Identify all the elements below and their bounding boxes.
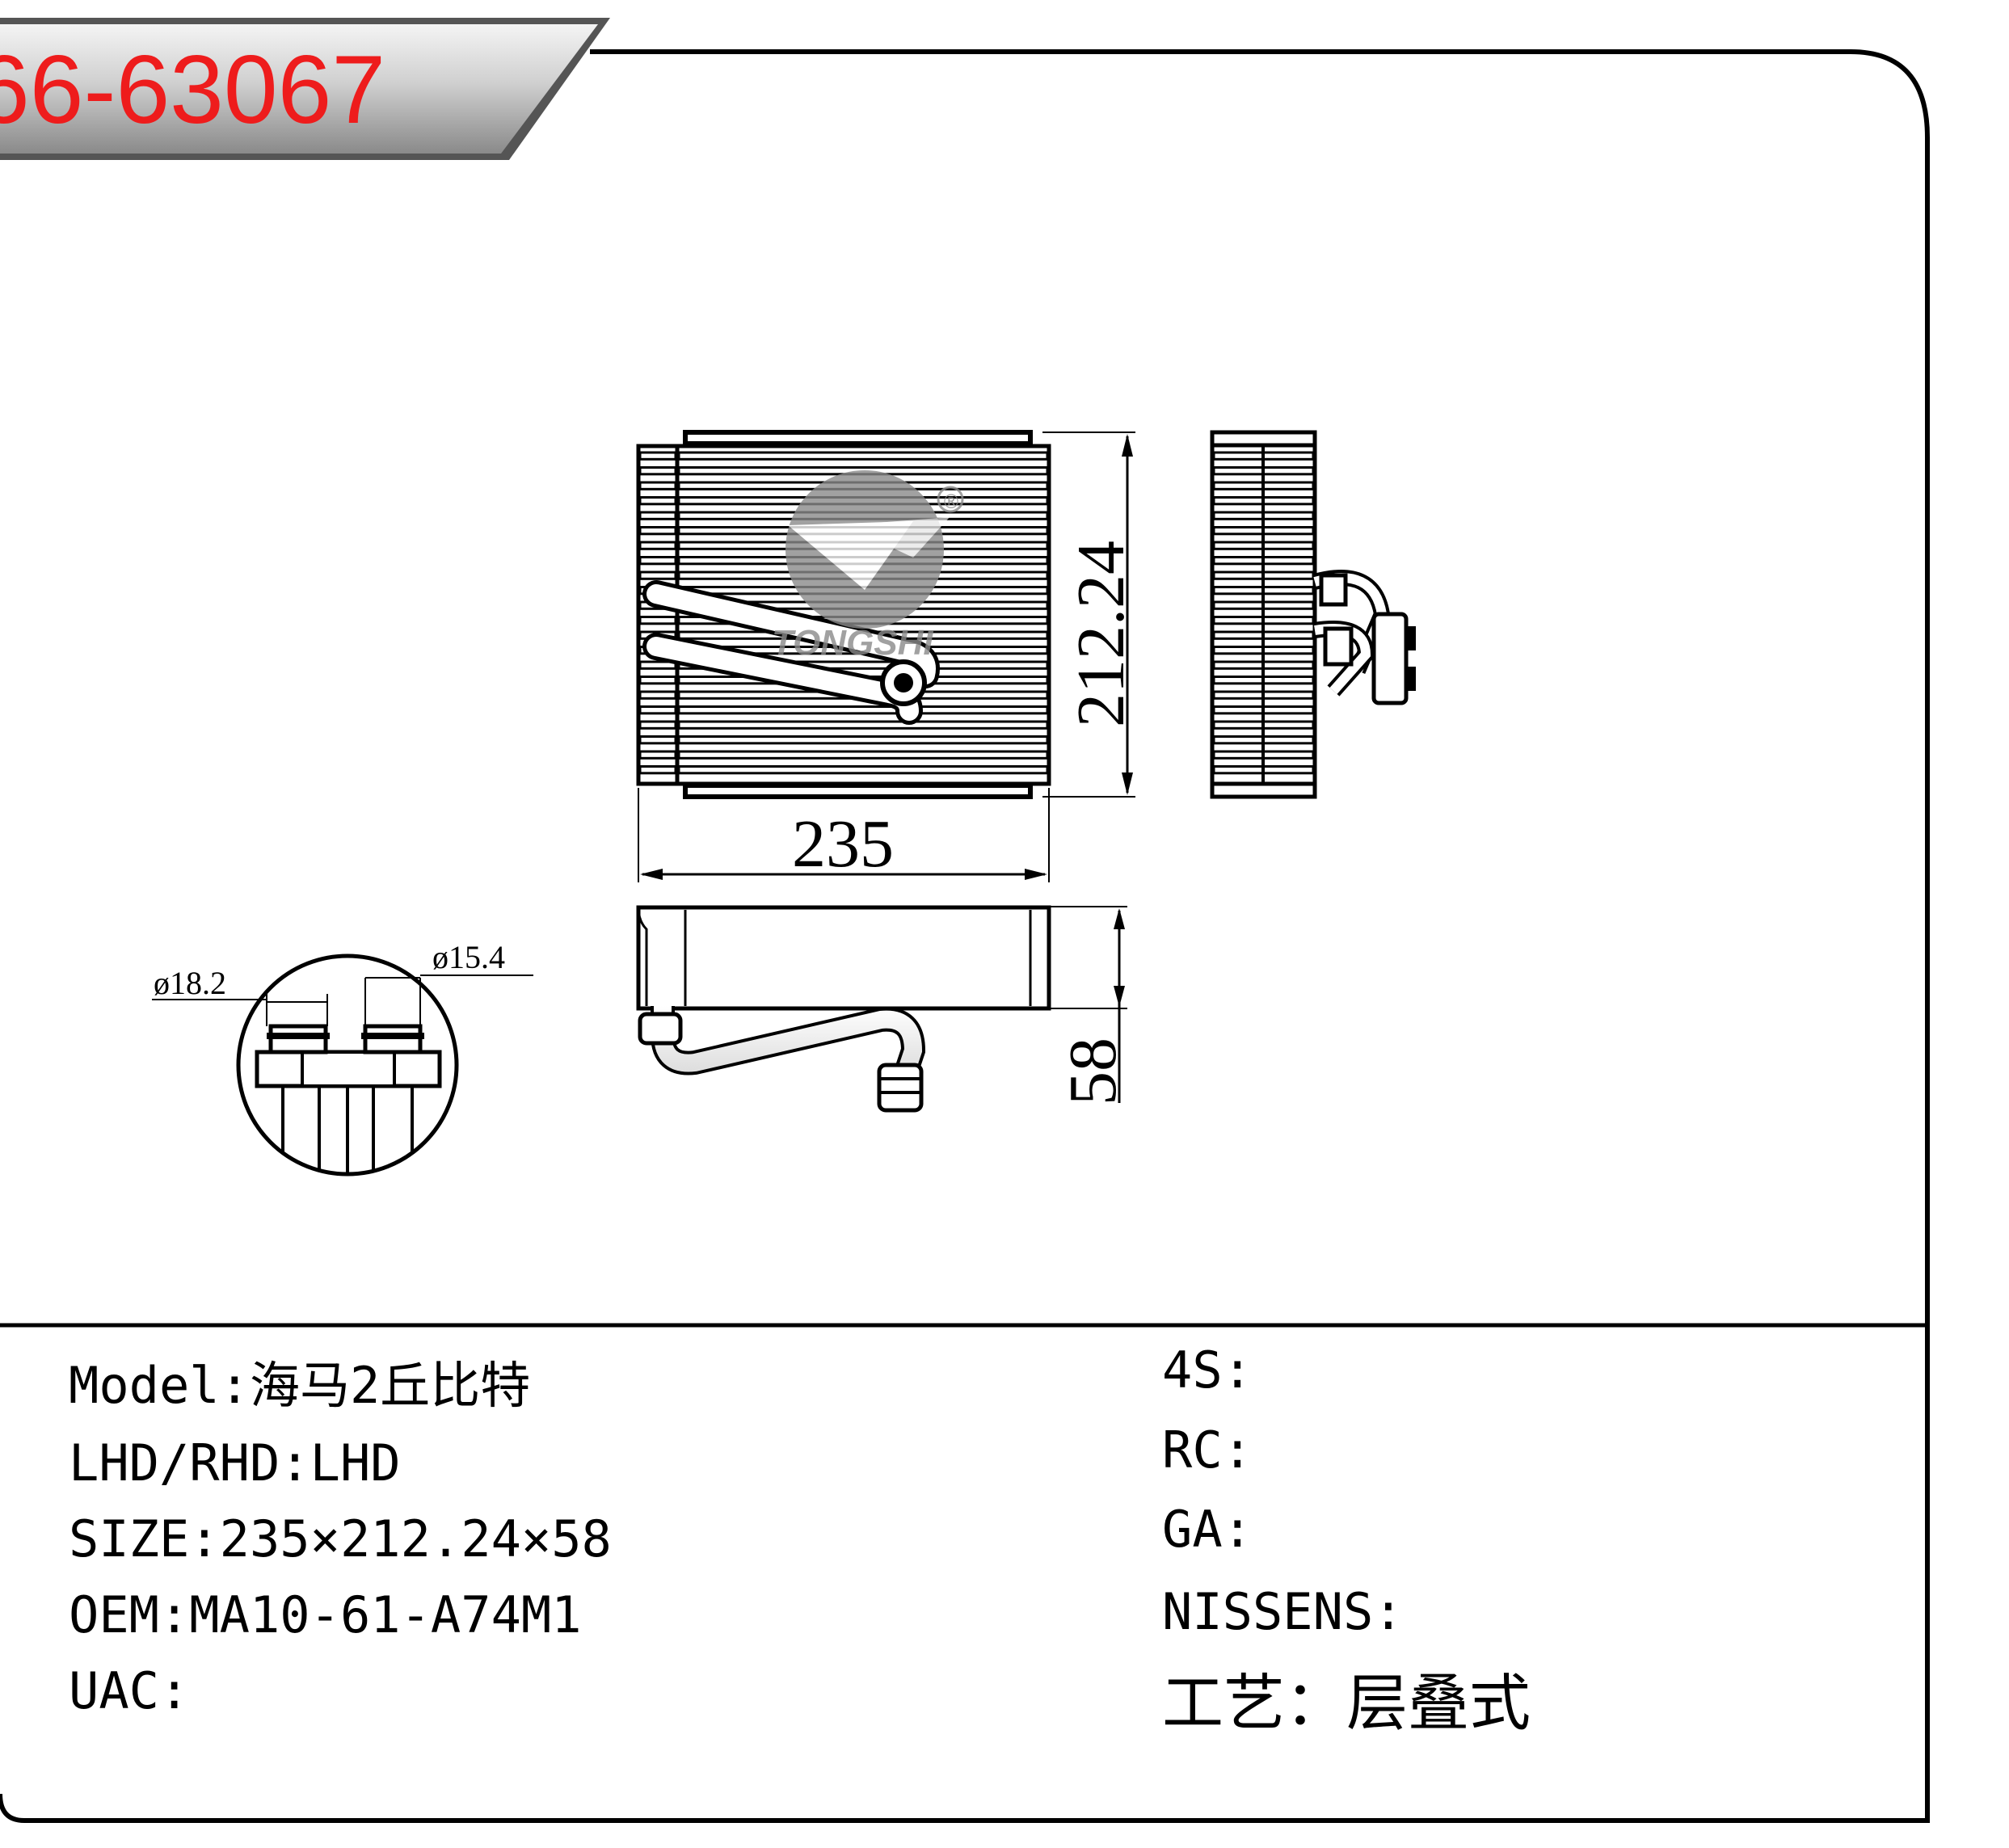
evaporator-top-view bbox=[636, 905, 1051, 1113]
tank-rib bbox=[638, 511, 677, 520]
tank-rib bbox=[638, 451, 677, 461]
part-number-tab: 66-63067 bbox=[0, 18, 610, 160]
tank-rib bbox=[638, 750, 677, 760]
spec-rc: RC: bbox=[1162, 1421, 1253, 1480]
tank-rib bbox=[638, 481, 677, 490]
tank-rib bbox=[638, 676, 677, 685]
spec-size: SIZE:235×212.24×58 bbox=[69, 1509, 612, 1568]
width-dimension: 235 bbox=[638, 788, 1050, 882]
dim-width-label: 235 bbox=[792, 806, 894, 882]
tank-rib bbox=[638, 660, 677, 670]
port-dia-2-label: ø15.4 bbox=[432, 939, 505, 975]
part-number: 66-63067 bbox=[0, 36, 385, 144]
tank-rib bbox=[638, 705, 677, 715]
outer-frame bbox=[0, 49, 1930, 1823]
spec-model: Model:海马2丘比特 bbox=[69, 1356, 531, 1415]
spec-oem: OEM:MA10-61-A74M1 bbox=[69, 1585, 582, 1644]
dim-depth-label: 58 bbox=[1055, 1038, 1131, 1105]
tank-rib bbox=[638, 570, 677, 580]
spec-lhd-rhd: LHD/RHD:LHD bbox=[69, 1433, 401, 1492]
fin-row bbox=[677, 765, 1049, 775]
tank-rib bbox=[638, 765, 677, 775]
top-view-pipe bbox=[638, 1006, 926, 1113]
spec-nissens: NISSENS: bbox=[1162, 1582, 1404, 1641]
tongshi-logo-watermark: TONGSHI ® bbox=[772, 470, 964, 663]
header-tank-left bbox=[636, 444, 680, 786]
tank-rib bbox=[638, 556, 677, 566]
fin-row bbox=[677, 720, 1049, 730]
tank-rib bbox=[638, 526, 677, 536]
spec-craft: 工艺：层叠式 bbox=[1162, 1667, 1531, 1739]
tank-rib bbox=[638, 496, 677, 506]
depth-dimension: 58 bbox=[1051, 906, 1131, 1105]
tank-rib bbox=[638, 541, 677, 550]
tank-rib bbox=[638, 466, 677, 476]
fin-row bbox=[677, 750, 1049, 760]
evaporator-side-view bbox=[1210, 430, 1416, 799]
port-dia-1-label: ø18.2 bbox=[154, 965, 226, 1001]
fin-row bbox=[677, 705, 1049, 715]
fin-row bbox=[677, 735, 1049, 745]
side-view-fittings bbox=[1312, 570, 1416, 705]
fin-row bbox=[677, 451, 1049, 461]
fitting-detail-view: ø18.2 ø15.4 bbox=[152, 939, 533, 1177]
spec-ga: GA: bbox=[1162, 1500, 1253, 1559]
logo-brand-text: TONGSHI bbox=[772, 623, 933, 663]
tank-rib bbox=[638, 720, 677, 730]
dim-height-label: 212.24 bbox=[1063, 541, 1139, 727]
tank-rib bbox=[638, 735, 677, 745]
registered-mark: ® bbox=[941, 490, 961, 513]
tank-rib bbox=[638, 616, 677, 625]
height-dimension: 212.24 bbox=[1042, 431, 1139, 798]
spec-4s: 4S: bbox=[1162, 1341, 1253, 1400]
spec-uac: UAC: bbox=[69, 1661, 190, 1720]
inlet-outlet-pipes-front bbox=[642, 580, 940, 725]
tank-rib bbox=[638, 690, 677, 700]
